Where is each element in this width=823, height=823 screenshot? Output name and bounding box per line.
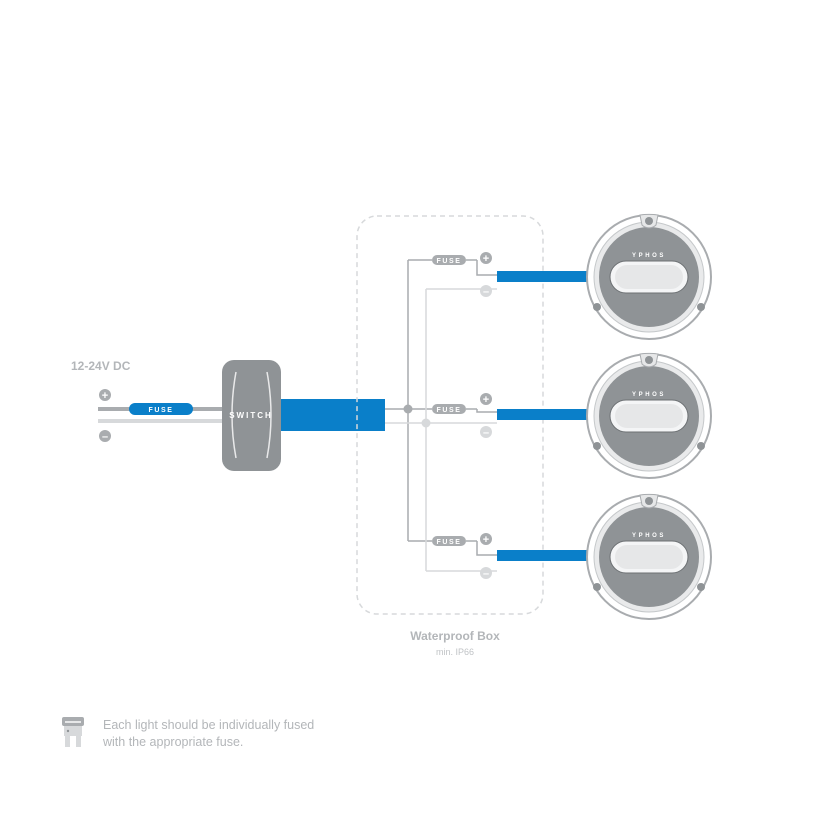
supply-plus-symbol: + [102,390,108,402]
light-brand: YPHOS [632,392,666,398]
branch-fuse-label: FUSE [436,407,461,414]
supply-minus-terminal: – [99,430,111,443]
main-fuse-label: FUSE [148,407,173,414]
blade-fuse-icon [62,717,84,747]
branch-fuse-label: FUSE [436,539,461,546]
light-cable [497,409,587,420]
branch-plus-symbol: + [483,534,489,546]
fuse-note-line-1: Each light should be individually fused [103,718,314,732]
light-fixture-3: YPHOS [587,494,711,619]
negative-bus [385,289,497,571]
supply-plus-terminal: + [99,389,111,402]
branch-minus-symbol: – [483,568,489,580]
main-cable [281,399,385,431]
fuse-note-line-2: with the appropriate fuse. [102,735,243,749]
light-brand: YPHOS [632,533,666,539]
switch-label: SWITCH [229,411,273,420]
branch-3: FUSE + – [432,533,587,580]
positive-bus [385,260,432,541]
voltage-label: 12-24V DC [71,359,131,373]
main-fuse: FUSE [129,403,193,415]
branch-2: FUSE + – [432,393,587,439]
supply-minus-symbol: – [102,431,108,443]
branch-fuse-label: FUSE [436,258,461,265]
light-cable [497,550,587,561]
light-fixture-2: YPHOS [587,353,711,478]
light-cable [497,271,587,282]
branch-minus-symbol: – [483,427,489,439]
rocker-switch: SWITCH [222,360,281,471]
light-brand: YPHOS [632,253,666,259]
branch-minus-symbol: – [483,286,489,298]
light-fixture-1: YPHOS [587,214,711,339]
branch-plus-symbol: + [483,394,489,406]
box-rating: min. IP66 [436,647,474,657]
branch-1: FUSE + – [432,252,587,298]
box-title: Waterproof Box [410,629,500,643]
branch-plus-symbol: + [483,253,489,265]
